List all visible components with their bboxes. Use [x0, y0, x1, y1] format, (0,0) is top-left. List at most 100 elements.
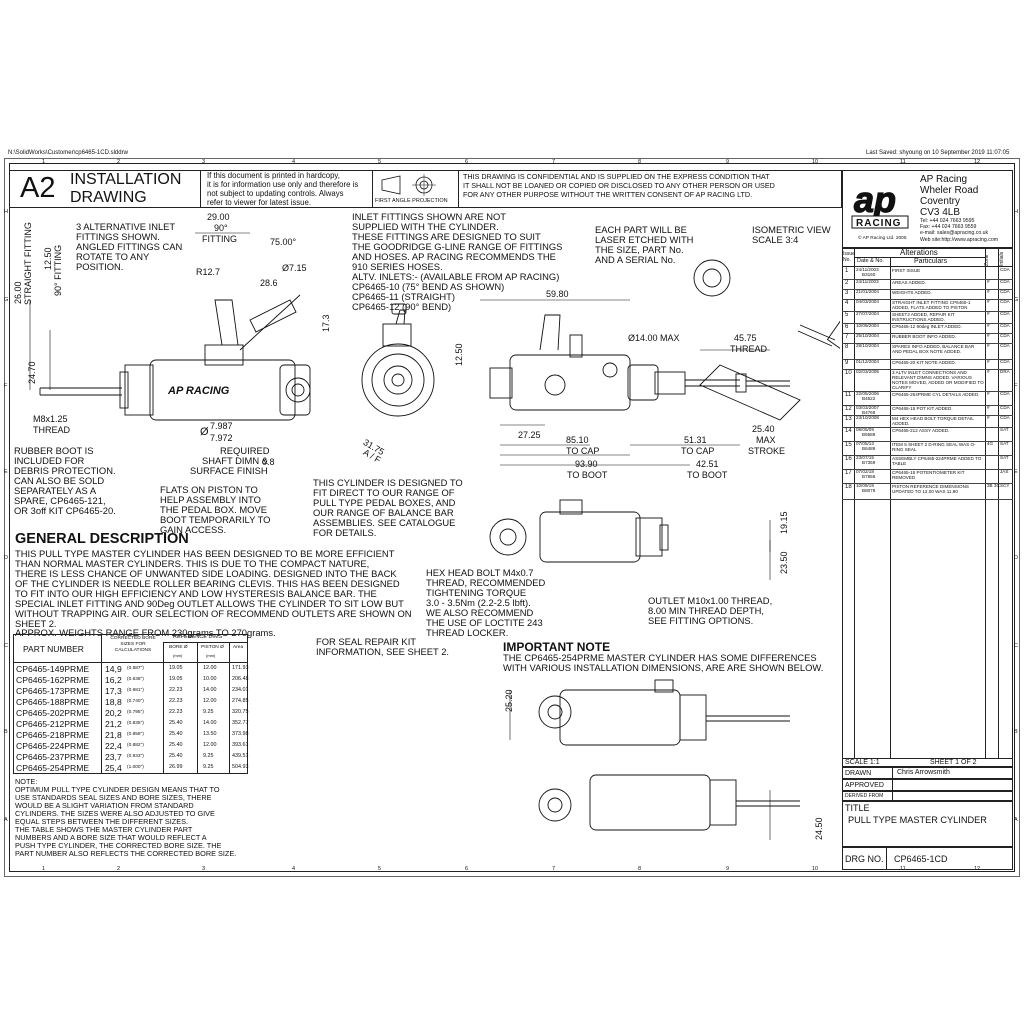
grid-row: E — [4, 469, 8, 475]
description-line: WITHOUT TRAPPING AIR. OUR SELECTION OF R… — [15, 608, 412, 619]
grid-row: G — [1014, 297, 1019, 303]
alteration-text: CP6465-12 90deg INLET ADDED. — [892, 324, 962, 329]
alteration-issue: 15 — [845, 442, 852, 448]
dim-label: 19.15 — [779, 511, 789, 534]
area-value: 206.48 — [232, 676, 249, 682]
part-number: CP6465-237PRME — [16, 752, 90, 762]
dim-label: Ø — [200, 426, 209, 438]
note-line: ALTV. INLETS:- (AVAILABLE FROM AP RACING… — [352, 271, 560, 282]
part-number: CP6465-162PRME — [16, 675, 90, 685]
alteration-zone: # — [987, 415, 990, 420]
note-line: ROTATE TO ANY — [76, 251, 150, 262]
footnote-line: NOTE: — [15, 777, 38, 786]
piston-diameter: 14.00 — [203, 687, 217, 693]
grid-col: 5 — [378, 159, 382, 165]
alteration-initials: CDA — [1000, 267, 1010, 272]
dim-label: 29.00 — [207, 212, 230, 222]
dim-label: 75.00° — [270, 237, 297, 247]
divider — [854, 257, 986, 258]
alteration-issue: 18 — [845, 484, 852, 490]
note-line: AND A SERIAL No. — [595, 254, 676, 265]
note-line: THE SIZE, PART No. — [595, 244, 684, 255]
alteration-zone: # — [987, 343, 990, 348]
dim-label: 25.20 — [504, 689, 514, 712]
note-line: THE USE OF LOCTITE 243 — [426, 617, 543, 628]
divider — [890, 257, 891, 758]
derived-label: DERIVED FROM — [845, 793, 884, 799]
alteration-zone: # — [987, 279, 990, 284]
approved-row — [842, 779, 1013, 791]
dim-label: 51.31 — [684, 435, 707, 445]
table-header-mm: (mm) — [173, 653, 183, 658]
note-line: LASER ETCHED WITH — [595, 234, 694, 245]
alteration-issue: 1 — [845, 268, 849, 274]
footnote-line: PUSH TYPE CYLINDER, THE CORRECTED BORE S… — [15, 841, 222, 850]
note-line: AND HOSES. AP RACING RECOMMENDS THE — [352, 251, 556, 262]
alteration-date: 08/05/09 — [856, 427, 874, 432]
dim-label: 27.25 — [518, 430, 541, 440]
alteration-zone: # — [987, 369, 990, 374]
note-line: SEPARATELY AS A — [14, 485, 97, 496]
alteration-date: 02/03/2005 — [856, 369, 879, 374]
piston-diameter: 10.00 — [203, 676, 217, 682]
description-line: THAN NORMAL MASTER CYLINDERS. THIS IS DU… — [15, 558, 370, 569]
alteration-date: 24/11/2003 — [856, 279, 879, 284]
table-header-bore-d: BORE Ø — [169, 645, 188, 650]
description-line: SPECIAL INLET FITTING AND 90Deg OUTLET A… — [15, 598, 404, 609]
alteration-issue: 16 — [845, 456, 852, 462]
part-number: CP6465-188PRME — [16, 697, 90, 707]
grid-col: 3 — [202, 866, 206, 872]
note-line: INFORMATION, SEE SHEET 2. — [316, 646, 450, 657]
note-line: FLATS ON PISTON TO — [160, 484, 258, 495]
alteration-date: 01/12/2004 — [856, 359, 879, 364]
grid-row: C — [1014, 643, 1018, 649]
divider — [200, 170, 201, 208]
part-number: CP6465-173PRME — [16, 686, 90, 696]
alteration-date: 28/10/2004 — [856, 343, 879, 348]
address-line: Coventry — [920, 196, 961, 207]
note-line: THE CP6465-254PRME MASTER CYLINDER HAS S… — [503, 652, 817, 663]
dim-label: 90° — [214, 223, 228, 233]
area-value: 274.85 — [232, 698, 249, 704]
divider — [458, 170, 459, 208]
grid-row: G — [4, 297, 9, 303]
description-line: TO FIT INTO OUR HIGH EFFICIENCY AND LOW … — [15, 588, 377, 599]
note-line: WE ALSO RECOMMEND — [426, 607, 534, 618]
dim-label: 90° FITTING — [53, 244, 63, 296]
part-number-table: PART NUMBER CORRECTED BORE SIZES FOR CAL… — [13, 634, 249, 774]
description-line: THIS PULL TYPE MASTER CYLINDER HAS BEEN … — [15, 548, 395, 559]
footnote-line: CYLINDERS. THE SIZES WERE ALSO ADJUSTED … — [15, 809, 215, 818]
alteration-date: 23/07/15 — [856, 455, 874, 460]
alteration-zone: # — [987, 311, 990, 316]
alteration-issue: 7 — [845, 334, 849, 340]
first-angle-projection-symbol — [381, 174, 436, 196]
weights-line: APPROX. WEIGHTS RANGE FROM 230grams TO 2… — [15, 627, 276, 638]
alteration-initials: CDA — [1000, 299, 1010, 304]
bore-diameter: 19.05 — [169, 676, 183, 682]
area-value: 320.75 — [232, 709, 249, 715]
alteration-issue: 3 — [845, 290, 849, 296]
grid-col: 6 — [465, 866, 469, 872]
bore-diameter: 22.23 — [169, 698, 183, 704]
copyright: © AP Racing Ltd. 2005 — [858, 236, 907, 241]
bore-diameter: 25.40 — [169, 742, 183, 748]
dim-label: 26.00 — [13, 281, 23, 304]
divider — [985, 248, 986, 758]
footnote-line: EQUAL STEPS BETWEEN THE DIFFERENT SIZES. — [15, 817, 188, 826]
area-value: 439.51 — [232, 753, 249, 759]
grid-col: 4 — [292, 866, 296, 872]
note-line: 3.0 - 3.5Nm (2.2-2.5 lbft). — [426, 597, 531, 608]
note-line: PULL TYPE PEDAL BOXES, AND — [313, 497, 456, 508]
note-line: EACH PART WILL BE — [595, 224, 687, 235]
title-box — [842, 801, 1013, 847]
alteration-text: ASSEMBLY CP6465-224PRME ADDED TO TABLE — [892, 456, 982, 466]
dim-label: 93.90 — [575, 459, 598, 469]
